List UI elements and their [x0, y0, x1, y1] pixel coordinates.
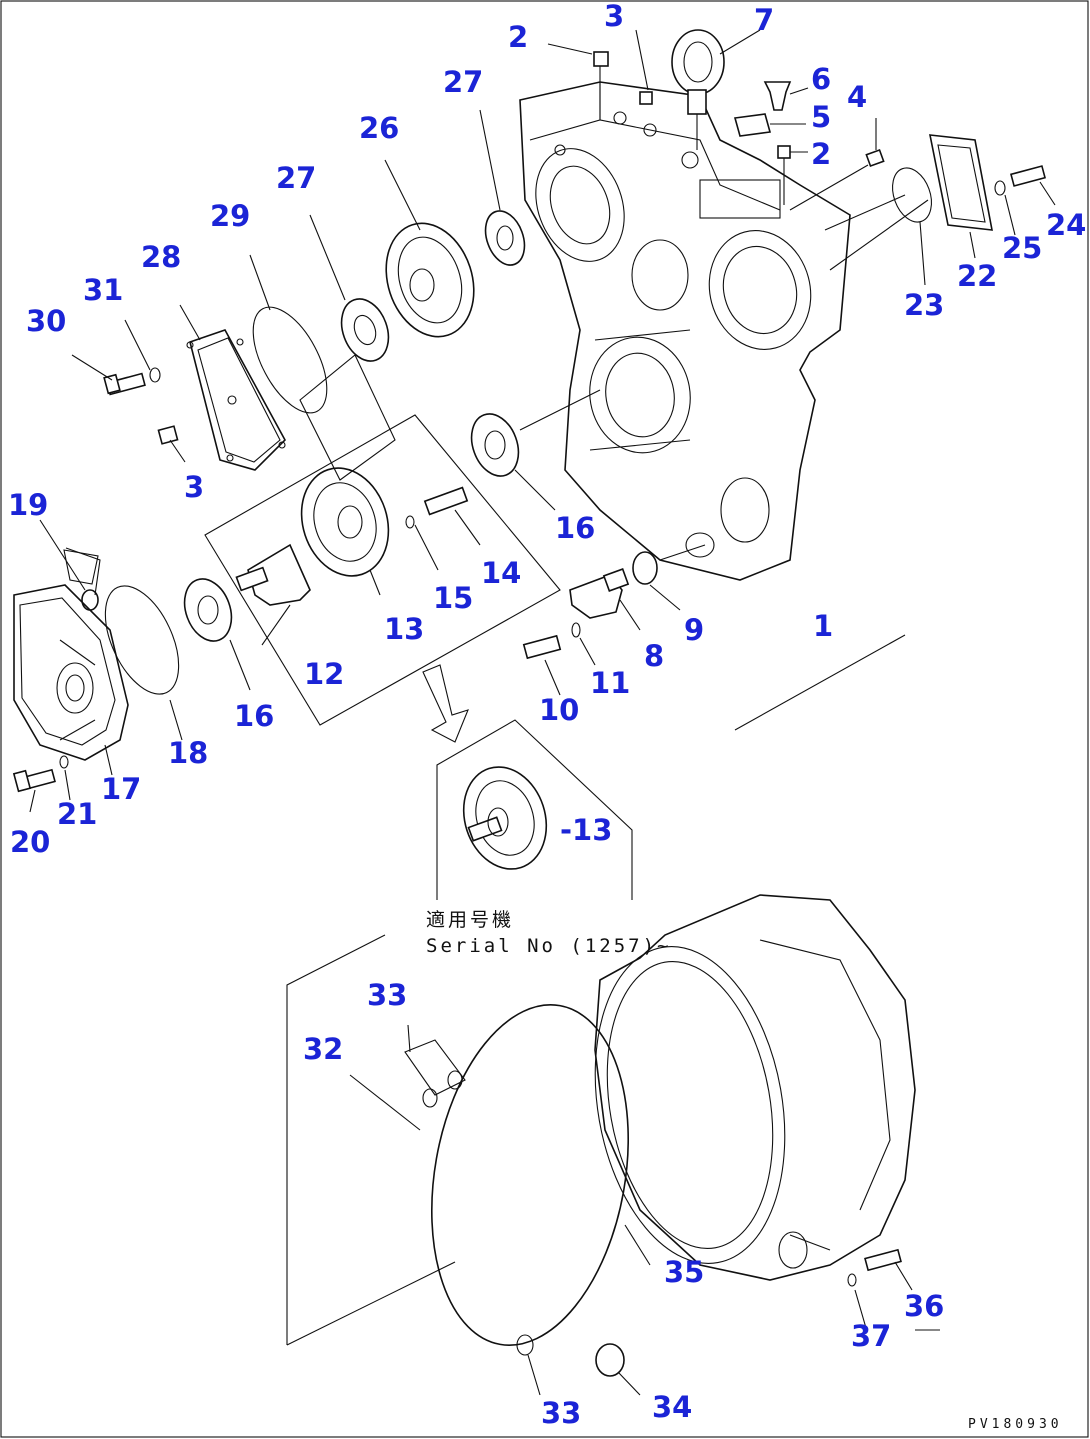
callout-12: 12: [304, 657, 344, 691]
callout-31: 31: [83, 273, 123, 307]
top-fittings: [547, 29, 885, 211]
callout-7: 7: [754, 3, 774, 37]
callout-37: 37: [851, 1319, 891, 1353]
bolt-20: [12, 768, 56, 793]
callout-1: 1: [813, 609, 833, 643]
plug-3-left: [157, 425, 179, 445]
washer-21: [59, 755, 69, 769]
cover-28: [186, 329, 286, 471]
callout-9: 9: [684, 613, 704, 647]
callout-10: 10: [539, 693, 579, 727]
callout-13: 13: [384, 612, 424, 646]
callout-3-left: 3: [184, 470, 204, 504]
bearing-27-right: [484, 210, 526, 266]
callout-18: 18: [168, 736, 208, 770]
bolt-30: [103, 372, 146, 396]
callout-2-right: 2: [811, 137, 831, 171]
callout-36: 36: [904, 1289, 944, 1323]
gasket-32: [430, 1004, 630, 1346]
callout-20: 20: [10, 825, 50, 859]
callout-15: 15: [433, 581, 473, 615]
left-cover-17: [13, 584, 129, 761]
variant-note-japanese: 適用号機: [426, 909, 514, 931]
orings-33-34: [349, 1024, 641, 1396]
right-cover-parts: [824, 134, 1056, 286]
small-parts-8-11: [522, 544, 706, 696]
transfer-housing: [519, 81, 851, 581]
callout-24: 24: [1046, 208, 1086, 242]
oring-19: [81, 589, 99, 611]
callout-16-housing: 16: [555, 511, 595, 545]
callout-13-variant: -13: [560, 813, 612, 847]
callout-8: 8: [644, 639, 664, 673]
callout-27-right: 27: [443, 65, 483, 99]
callout-27-left: 27: [276, 161, 316, 195]
callout-21: 21: [57, 797, 97, 831]
callout-2-top: 2: [508, 20, 528, 54]
callout-30: 30: [26, 304, 66, 338]
section-divider: [734, 634, 906, 731]
callout-33-bottom: 33: [541, 1396, 581, 1430]
callout-34: 34: [652, 1390, 692, 1424]
bearing-27-left: [340, 298, 390, 362]
callout-25: 25: [1002, 231, 1042, 265]
callout-23: 23: [904, 288, 944, 322]
callout-33-top: 33: [367, 978, 407, 1012]
callout-22: 22: [957, 259, 997, 293]
callout-29: 29: [210, 199, 250, 233]
callout-16-left: 16: [234, 699, 274, 733]
bottom-bracket: [286, 934, 456, 1346]
gasket-18: [104, 585, 180, 695]
flywheel-housing: [594, 894, 940, 1331]
gear-26: [385, 222, 475, 338]
drawing-code: PV180930: [968, 1417, 1063, 1432]
callout-26: 26: [359, 111, 399, 145]
middle-parts: [183, 389, 601, 691]
callout-11: 11: [590, 666, 630, 700]
callout-28: 28: [141, 240, 181, 274]
callout-19: 19: [8, 488, 48, 522]
washer-31: [149, 367, 161, 383]
callout-5: 5: [811, 100, 831, 134]
variant-inset: [422, 664, 633, 900]
callout-32: 32: [303, 1032, 343, 1066]
callout-4: 4: [847, 80, 867, 114]
variant-note-serial: Serial No (1257)~: [426, 935, 671, 957]
middle-bracket: [204, 414, 561, 726]
callout-6: 6: [811, 62, 831, 96]
callout-14: 14: [481, 556, 521, 590]
callout-3-top: 3: [604, 0, 624, 33]
callout-35: 35: [664, 1255, 704, 1289]
callout-17: 17: [101, 772, 141, 806]
gasket-29: [252, 306, 328, 414]
